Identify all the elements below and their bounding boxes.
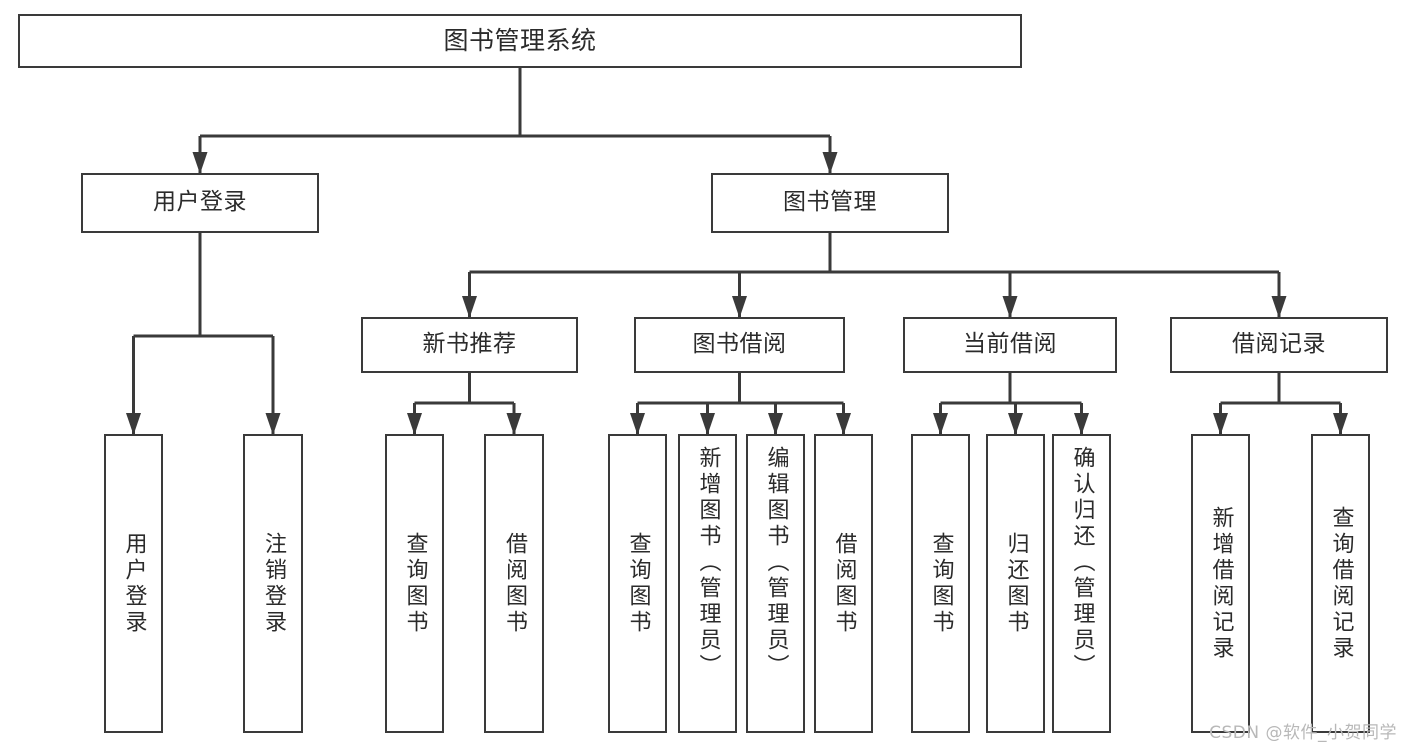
node-book-manage[interactable]: 图书管理 (711, 173, 949, 233)
node-label: 归还图书 (1003, 531, 1029, 636)
node-user-login[interactable]: 用户登录 (81, 173, 319, 233)
node-borrow-record[interactable]: 借阅记录 (1170, 317, 1388, 373)
leaf-query-book-recommendation[interactable]: 查询图书 (385, 434, 444, 733)
leaf-query-book-current[interactable]: 查询图书 (911, 434, 970, 733)
node-label: 借阅记录 (1232, 331, 1326, 358)
node-label: 借阅图书 (502, 531, 527, 636)
leaf-query-borrow-record[interactable]: 查询借阅记录 (1311, 434, 1370, 733)
node-label: 确认归还（管理员） (1069, 446, 1095, 680)
leaf-return-book[interactable]: 归还图书 (986, 434, 1045, 733)
leaf-logout[interactable]: 注销登录 (243, 434, 303, 733)
node-label: 查询图书 (402, 531, 428, 636)
leaf-confirm-return-admin[interactable]: 确认归还（管理员） (1052, 434, 1111, 733)
node-label: 查询图书 (928, 531, 954, 636)
node-label: 图书借阅 (692, 331, 787, 358)
node-label: 新增借阅记录 (1208, 505, 1234, 662)
node-label: 图书管理系统 (443, 26, 597, 56)
node-label: 用户登录 (153, 189, 247, 216)
watermark-text: CSDN @软件_小贺同学 (1209, 723, 1397, 743)
node-book-borrow[interactable]: 图书借阅 (634, 317, 845, 373)
leaf-edit-book-admin[interactable]: 编辑图书（管理员） (746, 434, 805, 733)
leaf-query-book-borrow[interactable]: 查询图书 (608, 434, 667, 733)
node-label: 用户登录 (121, 531, 147, 636)
leaf-borrow-book-recommendation[interactable]: 借阅图书 (484, 434, 544, 733)
leaf-user-login[interactable]: 用户登录 (104, 434, 163, 733)
node-new-book-recommendation[interactable]: 新书推荐 (361, 317, 578, 373)
node-label: 图书管理 (783, 189, 877, 216)
node-current-borrow[interactable]: 当前借阅 (903, 317, 1117, 373)
leaf-add-book-admin[interactable]: 新增图书（管理员） (678, 434, 737, 733)
node-label: 新书推荐 (422, 331, 517, 358)
node-label: 查询图书 (625, 531, 651, 636)
node-label: 编辑图书（管理员） (763, 446, 789, 680)
node-label: 注销登录 (261, 531, 286, 636)
node-label: 查询借阅记录 (1328, 505, 1354, 662)
leaf-add-borrow-record[interactable]: 新增借阅记录 (1191, 434, 1250, 733)
node-label: 当前借阅 (963, 331, 1057, 358)
leaf-borrow-book[interactable]: 借阅图书 (814, 434, 873, 733)
node-label: 借阅图书 (831, 531, 857, 636)
node-root-system[interactable]: 图书管理系统 (18, 14, 1022, 68)
node-label: 新增图书（管理员） (695, 446, 721, 680)
